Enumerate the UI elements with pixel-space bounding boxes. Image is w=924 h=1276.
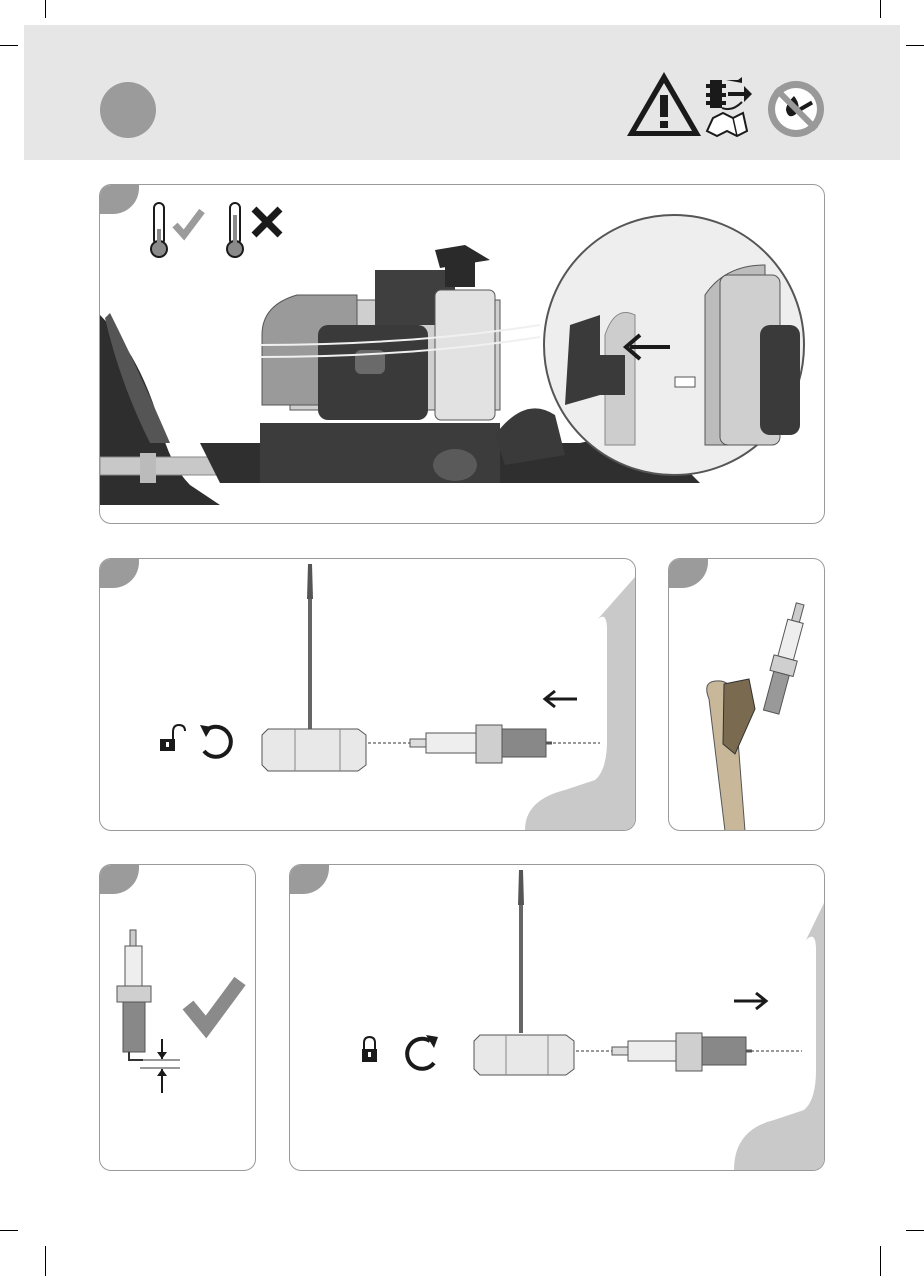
spark-plug-icon: [612, 1033, 752, 1071]
panel-1-illustration: [100, 185, 824, 523]
wire-brush-icon: [707, 679, 755, 831]
header-icons: [0, 0, 924, 200]
clockwise-icon: [407, 1035, 438, 1069]
crop-mark: [0, 1230, 18, 1231]
arrow-left-icon: [545, 691, 577, 707]
spark-plug-wrench: [262, 564, 366, 771]
panel-3-illustration: [669, 559, 824, 830]
gap-arrows-icon: [140, 1039, 180, 1093]
panel-4: [99, 864, 256, 1171]
panel-5-illustration: [290, 865, 824, 1170]
no-fire-no-smoking-icon: [768, 81, 824, 137]
spark-plug-wrench: [474, 870, 574, 1075]
panel-2-illustration: [100, 559, 635, 830]
panel-3: [668, 558, 825, 831]
checkmark-icon: [188, 981, 240, 1027]
lock-icon: [362, 1037, 377, 1062]
panel-4-illustration: [100, 865, 255, 1170]
spark-plug-icon: [410, 725, 552, 763]
unlock-icon: [160, 725, 185, 751]
spark-plug-icon: [117, 930, 151, 1060]
cylinder-head: [734, 903, 824, 1170]
crop-mark: [45, 1246, 46, 1276]
counterclockwise-icon: [200, 725, 231, 757]
read-manual-tools-icon: [706, 77, 752, 136]
crop-mark: [880, 1246, 881, 1276]
panel-2: [99, 558, 636, 831]
cylinder-head: [525, 577, 635, 830]
zoom-detail: [544, 215, 804, 475]
thermometer-hot-not-ok-icon: [227, 203, 280, 257]
crop-mark: [906, 1230, 924, 1231]
warning-triangle-icon: [627, 72, 701, 136]
arrow-right-icon: [734, 993, 766, 1009]
thermometer-cold-ok-icon: [151, 203, 202, 257]
spark-plug-icon: [760, 601, 812, 715]
panel-1: [99, 184, 825, 524]
panel-5: [289, 864, 825, 1171]
